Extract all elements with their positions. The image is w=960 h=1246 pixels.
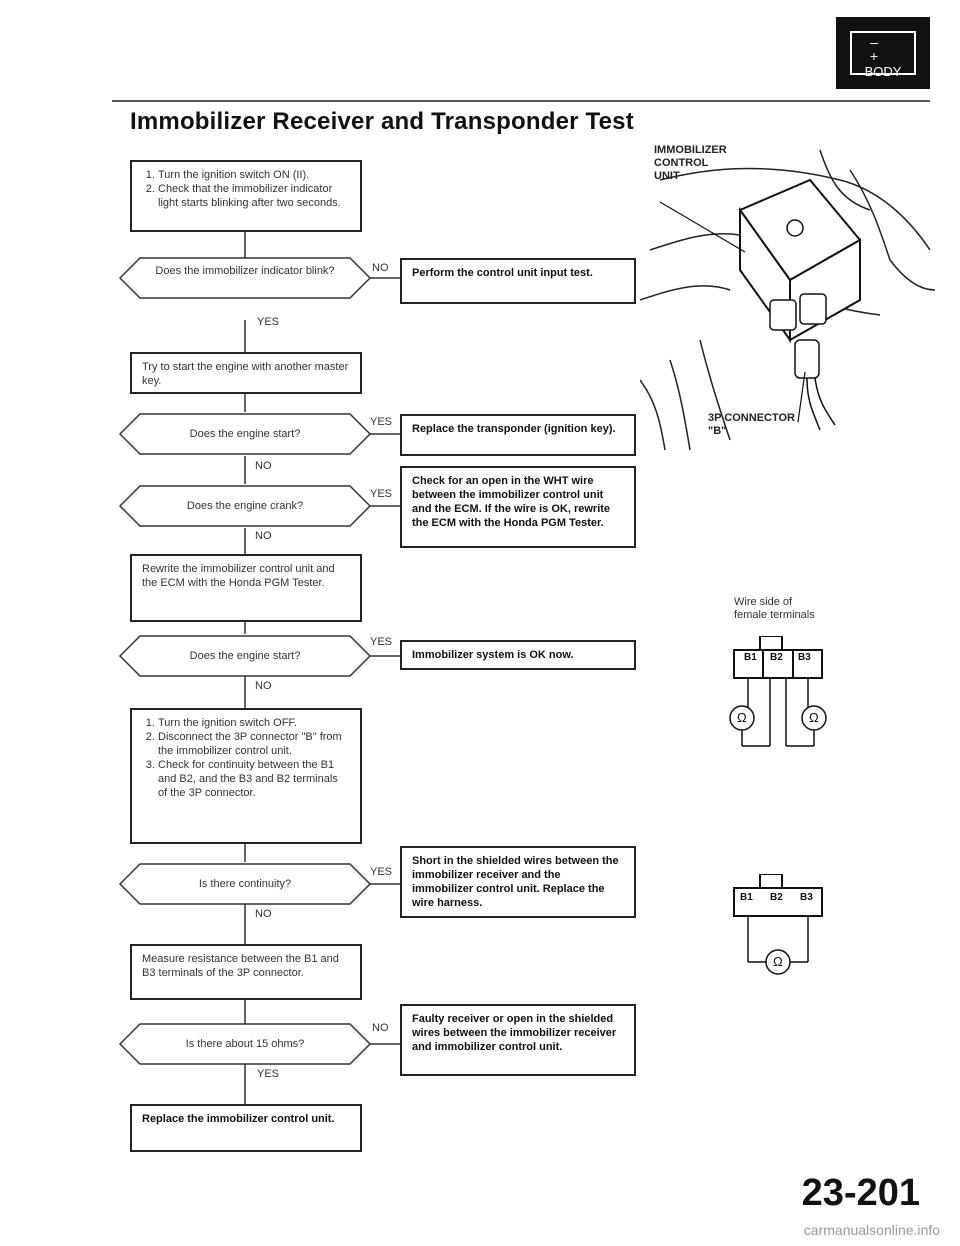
decision-2-no: NO bbox=[255, 460, 272, 472]
control-unit-label-1: IMMOBILIZER bbox=[654, 144, 727, 156]
step4-item1: Turn the ignition switch OFF. bbox=[158, 716, 350, 730]
decision-5-yes: YES bbox=[370, 866, 393, 878]
wire-side-line-1: Wire side of bbox=[734, 596, 793, 608]
connector-label-2: "B" bbox=[708, 425, 727, 437]
decision-6-yes: YES bbox=[257, 1068, 280, 1080]
terminal-diagram-continuity bbox=[729, 636, 827, 747]
decision-3-text: Does the engine crank? bbox=[186, 500, 304, 512]
decision-6-no: NO bbox=[372, 1022, 389, 1034]
decision-1-yes: YES bbox=[257, 316, 280, 328]
battery-terminals: – + bbox=[869, 34, 897, 64]
connector-b-icon bbox=[794, 339, 820, 379]
step1-item2: Check that the immobilizer indicator lig… bbox=[158, 182, 350, 210]
wire-side-line-2: female terminals bbox=[734, 609, 815, 621]
decision-4-yes: YES bbox=[370, 636, 393, 648]
decision-4-no: NO bbox=[255, 680, 272, 692]
battery-icon: – + BODY bbox=[850, 31, 916, 79]
decision-5-no: NO bbox=[255, 908, 272, 920]
control-unit-label-3: UNIT bbox=[654, 170, 680, 182]
step4-item2: Disconnect the 3P connector "B" from the… bbox=[158, 730, 350, 758]
decision-shape-3 bbox=[118, 485, 372, 527]
result-box-3: Check for an open in the WHT wire betwee… bbox=[400, 466, 636, 548]
terminal-diagram-resistance bbox=[733, 874, 823, 975]
decision-shapes bbox=[118, 257, 372, 1065]
decision-2-yes: YES bbox=[370, 416, 393, 428]
body-section-badge: – + BODY bbox=[836, 17, 930, 89]
terminal-b3-label-2: B3 bbox=[800, 892, 813, 903]
immobilizer-unit-illustration bbox=[640, 149, 936, 451]
page-title: Immobilizer Receiver and Transponder Tes… bbox=[130, 108, 634, 135]
decision-shape-2 bbox=[118, 413, 372, 455]
terminal-b3-label: B3 bbox=[798, 652, 811, 663]
decision-1-no: NO bbox=[372, 262, 389, 274]
decision-3-yes: YES bbox=[370, 488, 393, 500]
control-unit-callout: IMMOBILIZER CONTROL UNIT bbox=[654, 144, 727, 183]
result-box-6: Faulty receiver or open in the shielded … bbox=[400, 1004, 636, 1076]
result-box-1: Perform the control unit input test. bbox=[400, 258, 636, 304]
ohmmeter-icon: Ω bbox=[737, 710, 747, 725]
badge-label: BODY bbox=[864, 64, 902, 79]
decision-shape-1 bbox=[118, 257, 372, 299]
header-rule bbox=[112, 100, 930, 102]
decision-shape-5 bbox=[118, 863, 372, 905]
terminal-b2-label: B2 bbox=[770, 652, 783, 663]
decision-shape-4 bbox=[118, 635, 372, 677]
step-box-4: Turn the ignition switch OFF. Disconnect… bbox=[130, 708, 362, 844]
decision-1-text: Does the immobilizer indicator blink? bbox=[155, 265, 335, 277]
result-box-5: Short in the shielded wires between the … bbox=[400, 846, 636, 918]
page-number: 23-201 bbox=[801, 1172, 920, 1214]
connector-label-1: 3P CONNECTOR bbox=[708, 412, 796, 424]
watermark: carmanualsonline.info bbox=[803, 1222, 940, 1238]
terminal-b1-label-2: B1 bbox=[740, 892, 753, 903]
connector-callout: 3P CONNECTOR "B" bbox=[708, 412, 795, 438]
decision-3-no: NO bbox=[255, 530, 272, 542]
step1-item1: Turn the ignition switch ON (II). bbox=[158, 168, 350, 182]
ohmmeter-icon: Ω bbox=[809, 710, 819, 725]
decision-2-text: Does the engine start? bbox=[189, 428, 301, 440]
step-box-2: Try to start the engine with another mas… bbox=[130, 352, 362, 394]
decision-6-text: Is there about 15 ohms? bbox=[185, 1038, 305, 1050]
decision-5-text: Is there continuity? bbox=[198, 878, 292, 890]
step-box-3: Rewrite the immobilizer control unit and… bbox=[130, 554, 362, 622]
step-box-5: Measure resistance between the B1 and B3… bbox=[130, 944, 362, 1000]
control-unit-label-2: CONTROL bbox=[654, 157, 709, 169]
result-box-4: Immobilizer system is OK now. bbox=[400, 640, 636, 670]
decision-4-text: Does the engine start? bbox=[189, 650, 301, 662]
decision-shape-6 bbox=[118, 1023, 372, 1065]
step-box-6: Replace the immobilizer control unit. bbox=[130, 1104, 362, 1152]
ohmmeter-icon: Ω bbox=[773, 954, 783, 969]
wire-side-caption: Wire side of female terminals bbox=[734, 596, 815, 622]
terminal-b1-label: B1 bbox=[744, 652, 757, 663]
step-box-1: Turn the ignition switch ON (II). Check … bbox=[130, 160, 362, 232]
step4-item3: Check for continuity between the B1 and … bbox=[158, 758, 350, 800]
terminal-b2-label-2: B2 bbox=[770, 892, 783, 903]
result-box-2: Replace the transponder (ignition key). bbox=[400, 414, 636, 456]
